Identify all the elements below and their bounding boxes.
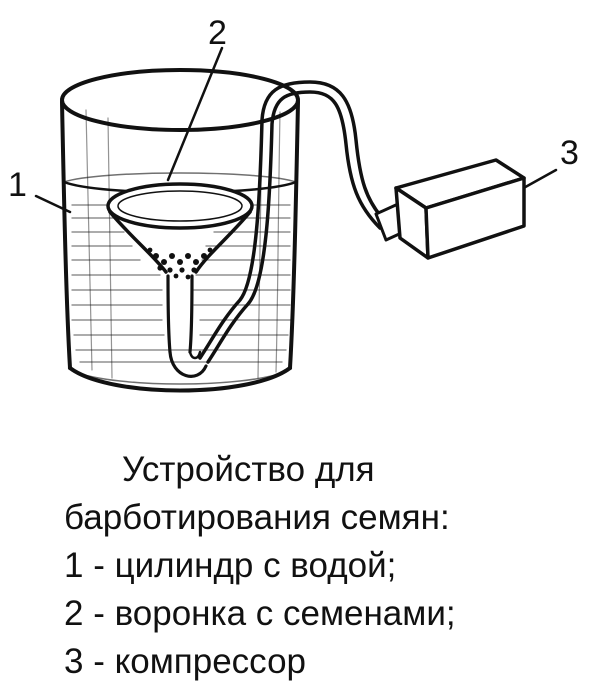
barbotage-apparatus-figure: 1 2 3 — [8, 14, 579, 393]
caption-title-line-1: Устройство для — [122, 450, 375, 489]
seeds — [147, 247, 213, 280]
water-cylinder — [60, 68, 300, 393]
label-funnel-number: 2 — [208, 14, 227, 52]
compressor — [394, 158, 526, 260]
apparatus-drawing — [34, 46, 558, 393]
caption-item-compressor: 3 - компрессор — [64, 642, 307, 681]
label-pointers — [34, 46, 558, 214]
label-cylinder-number: 1 — [8, 166, 27, 204]
caption-item-funnel: 2 - воронка с семенами; — [64, 594, 456, 633]
caption-title-line-2: барботирования семян: — [64, 498, 450, 537]
seed-funnel — [106, 182, 254, 378]
label-compressor-number: 3 — [560, 134, 579, 172]
caption-item-cylinder: 1 - цилиндр с водой; — [64, 546, 397, 585]
glass-shading — [85, 109, 281, 379]
